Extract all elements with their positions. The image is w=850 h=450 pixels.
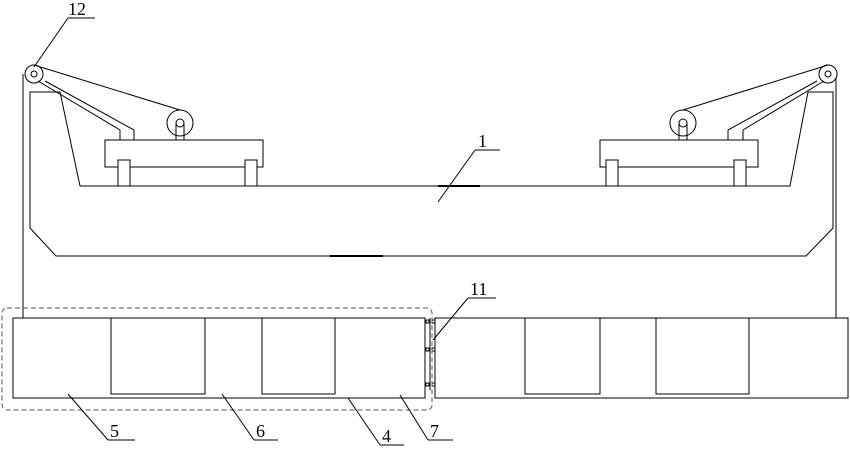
left-carriage-wheel-b (245, 160, 257, 186)
leader-11 (433, 298, 468, 340)
main-beam (30, 92, 833, 256)
callout-5: 5 (110, 421, 119, 441)
hinge-joint (425, 318, 435, 390)
right-base-box-a (525, 318, 600, 394)
leader-12 (34, 18, 68, 67)
left-arm (34, 65, 180, 140)
right-carriage (600, 140, 758, 186)
leader-4 (348, 398, 380, 445)
callout-1: 1 (478, 131, 487, 151)
right-winch-drum (670, 110, 696, 140)
callout-11: 11 (470, 279, 487, 299)
right-base-section (435, 318, 848, 398)
right-carriage-wheel-b (734, 160, 746, 186)
leader-1 (438, 150, 475, 202)
callout-12: 12 (68, 0, 86, 19)
right-pulley (819, 65, 837, 83)
leader-5 (68, 394, 108, 440)
callout-6: 6 (256, 421, 265, 441)
left-base-box-b (262, 318, 335, 394)
right-base-box-b (656, 318, 749, 394)
callout-4: 4 (382, 426, 391, 446)
right-carriage-wheel-a (606, 160, 618, 186)
left-carriage-wheel-a (118, 160, 130, 186)
left-carriage (105, 140, 263, 186)
left-winch-drum (167, 110, 193, 140)
leader-7 (400, 395, 428, 440)
dashed-boundary-frame (2, 308, 432, 410)
callout-7: 7 (430, 421, 439, 441)
left-base-section (13, 318, 425, 398)
left-pulley (25, 65, 43, 83)
left-base-box-a (111, 318, 205, 394)
leader-6 (222, 394, 254, 440)
